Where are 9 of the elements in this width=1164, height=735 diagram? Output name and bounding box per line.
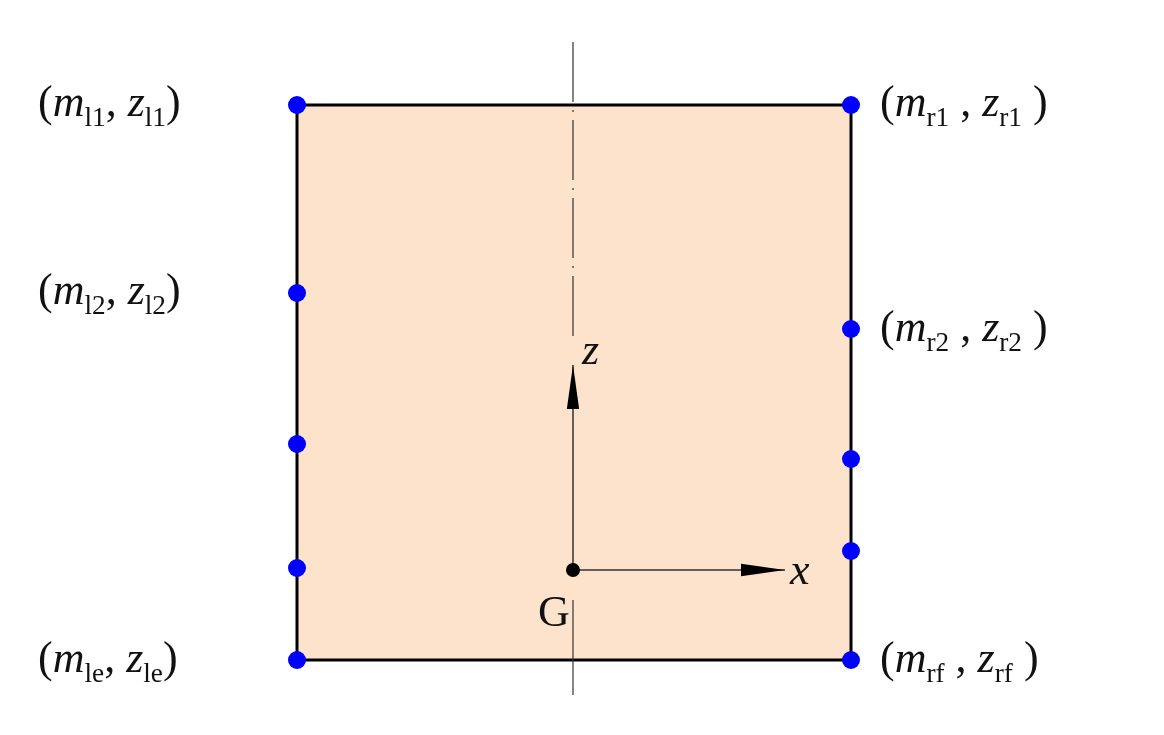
- coordinate-label: (m$_{r2}$ , z$_{r2}$ ): [880, 305, 1048, 357]
- axis-label: z: [582, 328, 600, 372]
- coordinate-label: (m$_{l2}$, z$_{l2}$): [38, 268, 181, 320]
- axis-label: x: [790, 548, 810, 592]
- coordinate-label: (m$_{rf}$ , z$_{rf}$ ): [880, 636, 1039, 688]
- point-label: G: [538, 590, 570, 634]
- coordinate-label: (m$_{l1}$, z$_{l1}$): [38, 80, 181, 132]
- coordinate-label: (m$_{le}$, z$_{le}$): [38, 636, 178, 688]
- coordinate-label: (m$_{r1}$ , z$_{r1}$ ): [880, 80, 1048, 132]
